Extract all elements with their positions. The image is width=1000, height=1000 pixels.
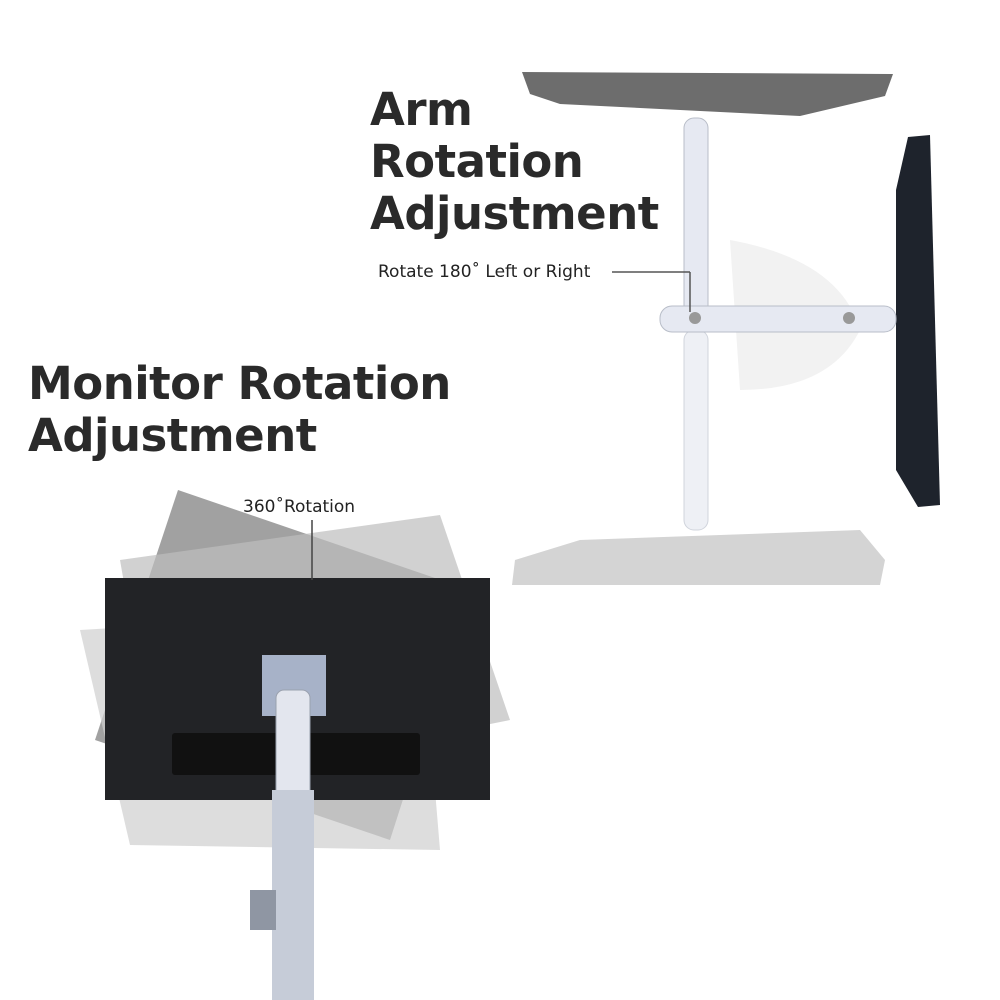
monitor-top-position	[522, 72, 893, 116]
monitor-rotation-caption: 360˚Rotation	[243, 497, 356, 517]
title-line: Adjustment	[370, 187, 659, 240]
arm-rotation-title: Arm Rotation Adjustment	[370, 84, 659, 240]
arm-rotation-caption: Rotate 180˚ Left or Right	[378, 262, 591, 282]
monitor-rotation-illustration	[80, 490, 510, 1000]
arm-vertical-lower	[683, 329, 709, 531]
arm-post-lower	[272, 790, 314, 1000]
tension-handle	[250, 890, 276, 930]
arm-vertical-upper	[683, 117, 709, 319]
arm-horizontal	[659, 305, 897, 333]
title-line: Monitor Rotation	[28, 357, 451, 410]
title-line: Adjustment	[28, 409, 317, 462]
monitor-rotation-title: Monitor Rotation Adjustment	[28, 358, 451, 462]
arm-pivot	[689, 312, 701, 324]
title-line: Rotation	[370, 135, 584, 188]
monitor-bottom-position	[512, 530, 885, 585]
monitor-right-position	[896, 135, 940, 507]
title-line: Arm	[370, 83, 473, 136]
arm-rotation-illustration	[512, 72, 940, 585]
arm-joint	[843, 312, 855, 324]
